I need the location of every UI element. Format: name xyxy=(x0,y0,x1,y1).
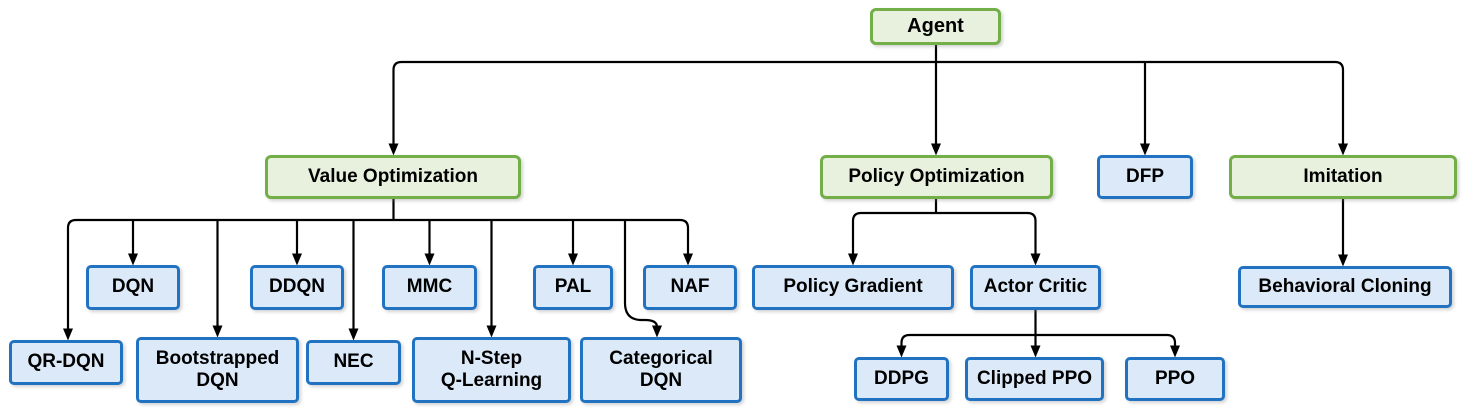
edge-vo-categorical-dqn xyxy=(623,220,662,338)
node-actor-critic: Actor Critic xyxy=(970,265,1101,310)
node-agent: Agent xyxy=(870,8,1001,45)
node-mmc: MMC xyxy=(382,265,477,310)
rail-agent-children xyxy=(392,60,1345,71)
node-clipped-ppo: Clipped PPO xyxy=(965,357,1104,401)
node-imitation: Imitation xyxy=(1229,155,1457,199)
node-qr-dqn: QR-DQN xyxy=(9,340,123,385)
node-naf: NAF xyxy=(643,265,737,310)
rail-actor-critic-children xyxy=(900,310,1177,344)
rail-value-optimization-children xyxy=(66,199,690,229)
node-policy-optimization: Policy Optimization xyxy=(820,155,1053,199)
node-bootstrapped-dqn: Bootstrapped DQN xyxy=(136,337,299,403)
node-behavioral-cloning: Behavioral Cloning xyxy=(1238,266,1452,308)
node-value-optimization: Value Optimization xyxy=(265,155,521,199)
node-policy-gradient: Policy Gradient xyxy=(752,265,954,310)
node-dqn: DQN xyxy=(86,265,180,310)
node-categorical-dqn: Categorical DQN xyxy=(580,337,742,403)
node-ppo: PPO xyxy=(1125,357,1225,401)
node-n-step-q-learning: N-Step Q-Learning xyxy=(412,337,571,403)
node-ddpg: DDPG xyxy=(854,357,949,401)
node-nec: NEC xyxy=(306,340,401,385)
rail-policy-optimization-children xyxy=(851,199,1037,222)
node-dfp: DFP xyxy=(1097,155,1193,199)
node-ddqn: DDQN xyxy=(250,265,344,310)
node-pal: PAL xyxy=(533,265,613,310)
